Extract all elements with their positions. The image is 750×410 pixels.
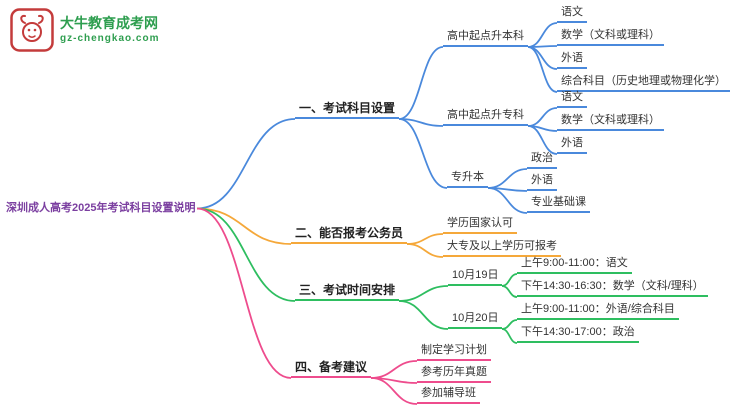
site-url: gz-chengkao.com bbox=[60, 33, 160, 45]
slot-oct20-afternoon[interactable]: 下午14:30-17:00：政治 bbox=[517, 325, 639, 343]
node-highschool-to-college[interactable]: 高中起点升专科 bbox=[443, 108, 528, 126]
slot-oct20-morning[interactable]: 上午9:00-11:00：外语/综合科目 bbox=[517, 302, 679, 320]
subject-foreign-language-upgrade[interactable]: 外语 bbox=[527, 173, 557, 191]
branch-civil-servant[interactable]: 二、能否报考公务员 bbox=[291, 225, 408, 244]
slot-oct19-afternoon[interactable]: 下午14:30-16:30：数学（文科/理科） bbox=[517, 279, 708, 297]
node-study-plan[interactable]: 制定学习计划 bbox=[417, 343, 491, 361]
node-college-to-bachelor[interactable]: 专升本 bbox=[447, 170, 488, 188]
slot-oct19-morning[interactable]: 上午9:00-11:00：语文 bbox=[517, 256, 632, 274]
site-name: 大牛教育成考网 bbox=[60, 14, 158, 31]
root-topic[interactable]: 深圳成人高考2025年考试科目设置说明 bbox=[6, 202, 196, 214]
node-oct-19[interactable]: 10月19日 bbox=[448, 268, 503, 286]
logo-text: 大牛教育成考网 gz-chengkao.com bbox=[60, 15, 159, 46]
subject-chinese-bachelor[interactable]: 语文 bbox=[557, 5, 587, 23]
subject-politics[interactable]: 政治 bbox=[527, 151, 557, 169]
subject-foreign-language-bachelor[interactable]: 外语 bbox=[557, 51, 587, 69]
branch-exam-schedule[interactable]: 三、考试时间安排 bbox=[295, 282, 400, 301]
subject-math-college[interactable]: 数学（文科或理科） bbox=[557, 113, 664, 131]
subject-foreign-language-college[interactable]: 外语 bbox=[557, 136, 587, 154]
node-tutoring-class[interactable]: 参加辅导班 bbox=[417, 386, 480, 404]
branch-exam-subjects[interactable]: 一、考试科目设置 bbox=[295, 100, 400, 119]
bull-icon bbox=[10, 8, 54, 52]
node-oct-20[interactable]: 10月20日 bbox=[448, 311, 503, 329]
branch-prep-advice[interactable]: 四、备考建议 bbox=[291, 359, 372, 378]
site-logo[interactable]: 大牛教育成考网 gz-chengkao.com bbox=[10, 8, 159, 52]
node-past-papers[interactable]: 参考历年真题 bbox=[417, 365, 491, 383]
subject-comprehensive-bachelor[interactable]: 综合科目（历史地理或物理化学） bbox=[557, 74, 730, 92]
subject-math-bachelor[interactable]: 数学（文科或理科） bbox=[557, 28, 664, 46]
node-college-degree-eligible[interactable]: 大专及以上学历可报考 bbox=[443, 239, 561, 257]
node-state-recognized[interactable]: 学历国家认可 bbox=[443, 216, 517, 234]
node-highschool-to-bachelor[interactable]: 高中起点升本科 bbox=[443, 29, 528, 47]
subject-chinese-college[interactable]: 语文 bbox=[557, 90, 587, 108]
subject-major-basics[interactable]: 专业基础课 bbox=[527, 195, 590, 213]
